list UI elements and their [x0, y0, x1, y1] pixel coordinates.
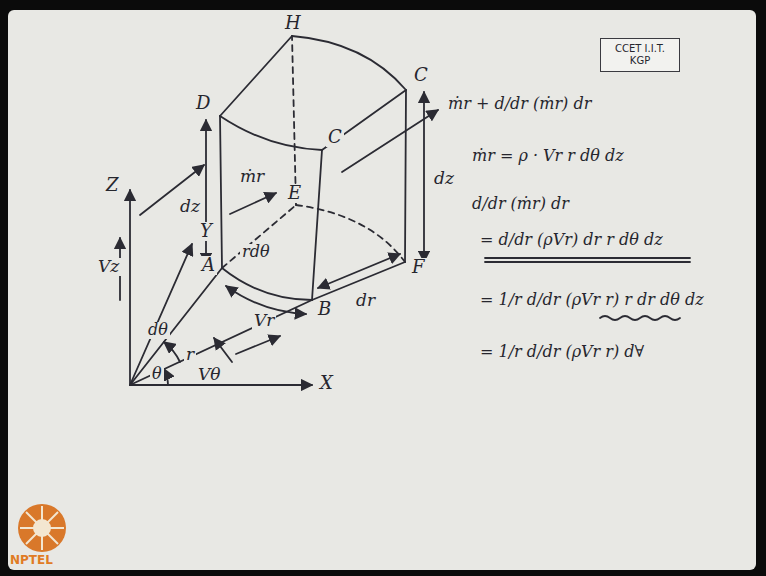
logo-text: NPTEL: [8, 554, 55, 567]
stamp-box: CCET I.I.T. KGP: [600, 38, 680, 72]
vertex-letter: F: [410, 258, 427, 277]
dimension-label: rdθ: [240, 244, 272, 261]
dimension-label: dz: [178, 198, 202, 216]
edge-dh: [220, 36, 292, 116]
velocity-arrow: [214, 338, 232, 362]
vertex-letter: C: [326, 128, 344, 147]
vertex-letter: E: [286, 184, 303, 203]
angle-arc: [164, 369, 168, 385]
edge-bc: [312, 150, 322, 300]
z-axis: [129, 190, 131, 385]
vertex-letter: C: [412, 66, 430, 85]
equation: d/dr (ṁr) dr: [470, 196, 571, 213]
top-outer-arc: [292, 36, 406, 90]
underline: [485, 257, 690, 259]
axis-label: Z: [104, 176, 121, 195]
hidden-edge: [222, 205, 296, 268]
dimension-arrow: [226, 286, 306, 314]
underline: [485, 261, 690, 263]
dimension-arrow: [205, 120, 207, 264]
dimension-arrow: [318, 254, 400, 288]
equation: ṁr = ρ · Vr r dθ dz: [470, 148, 626, 165]
top-inner-arc: [220, 116, 322, 150]
wavy-underline: [600, 316, 680, 320]
velocity-label: Vz: [96, 258, 121, 276]
flow-label: ṁr: [238, 168, 266, 186]
edge-fg: [405, 90, 406, 262]
angle-label: θ: [150, 366, 164, 383]
flow-arrow: [230, 193, 276, 214]
logo: [18, 504, 66, 552]
velocity-arrow: [236, 336, 280, 354]
velocity-label: Vθ: [196, 366, 223, 384]
angle-label: dθ: [146, 322, 170, 339]
equation: = d/dr (ρVr) dr r dθ dz: [478, 232, 665, 249]
dimension-arrow: [423, 92, 425, 262]
inner-arc: [222, 268, 312, 300]
dimension-label: dz: [432, 170, 456, 188]
paper: [8, 10, 756, 570]
radius-label: r: [184, 346, 196, 364]
y-axis: [130, 244, 192, 385]
dimension-label: dr: [354, 292, 377, 310]
logo-disc: [18, 504, 66, 552]
vertex-letter: H: [283, 14, 303, 33]
edge-cg: [322, 90, 406, 150]
logo-spokes: [20, 506, 64, 550]
x-axis: [130, 384, 312, 386]
equation: = 1/r d/dr (ρVr r) d∀: [478, 344, 646, 361]
vertex-letter: D: [194, 94, 212, 113]
vertex-letter: A: [200, 256, 217, 275]
equation: = 1/r d/dr (ρVr r) r dr dθ dz: [478, 292, 706, 309]
vertex-letter: B: [316, 300, 333, 319]
hidden-arc: [296, 205, 405, 262]
edge-ad: [220, 116, 222, 268]
stamp-text: CCET I.I.T. KGP: [606, 43, 674, 67]
outflow-term: ṁr + d/dr (ṁr) dr: [446, 96, 593, 113]
flow-arrow: [140, 165, 204, 215]
velocity-label: Vr: [252, 312, 276, 330]
hidden-edge: [292, 36, 296, 205]
angle-arc: [164, 342, 180, 362]
radial-line: [130, 268, 222, 385]
radial-line: [130, 300, 312, 385]
axis-label: Y: [198, 222, 214, 241]
axis-label: X: [318, 374, 335, 393]
